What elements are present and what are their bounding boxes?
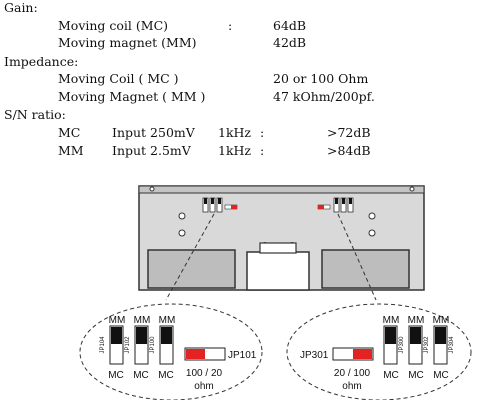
jp102-mm-label: MM [134, 315, 151, 326]
jp302-mm-label: MM [408, 315, 425, 326]
jp104-mc-label: MC [108, 370, 124, 381]
gain-mc-label: Moving coil (MC) [58, 18, 169, 33]
sn-mc-value: >72dB [327, 125, 371, 140]
circuit-board [138, 185, 425, 291]
jp104-label: JP104 [100, 336, 106, 354]
sn-mc-input: Input 250mV [112, 125, 195, 140]
sn-mc-sep: : [260, 125, 265, 140]
sn-mm-input: Input 2.5mV [112, 143, 191, 158]
specifications: Gain: Moving coil (MC) : 64dB Moving mag… [0, 0, 479, 166]
jp301-label: JP301 [300, 350, 329, 361]
center-connector [246, 251, 310, 291]
gain-heading: Gain: [4, 0, 38, 15]
jp300-mm-label: MM [383, 315, 400, 326]
jp101-caption-line2: ohm [194, 381, 213, 392]
jp102-label: JP102 [125, 336, 131, 354]
impedance-mm-label: Moving Magnet ( MM ) [58, 89, 206, 104]
sn-mm-sep: : [260, 143, 265, 158]
left-leader-line [165, 213, 215, 301]
jp301-caption-line1: 20 / 100 [334, 368, 371, 379]
right-dip-switch-cluster [317, 197, 354, 213]
gain-mc-value: 64dB [273, 18, 307, 33]
jp304-mc-label: MC [433, 370, 449, 381]
impedance-mm-value: 47 kOhm/200pf. [273, 89, 375, 104]
gain-mm-label: Moving magnet (MM) [58, 35, 197, 50]
jp304-mm-label: MM [433, 315, 450, 326]
jp304-label: JP304 [449, 336, 455, 354]
jp100-label: JP100 [150, 336, 156, 354]
jp302-mc-label: MC [408, 370, 424, 381]
right-panel [321, 249, 410, 289]
jp101-caption-line1: 100 / 20 [186, 368, 223, 379]
left-dip-switch-cluster [202, 197, 238, 213]
sn-mm-freq: 1kHz [218, 143, 252, 158]
sn-mc-freq: 1kHz [218, 125, 252, 140]
sn-mc-type: MC [58, 125, 81, 140]
jp100-mc-label: MC [158, 370, 174, 381]
impedance-heading: Impedance: [4, 54, 79, 69]
jp104-mm-label: MM [109, 315, 126, 326]
jp301-caption-line2: ohm [342, 381, 361, 392]
jp300-label: JP300 [399, 336, 405, 354]
sn-mm-value: >84dB [327, 143, 371, 158]
jp300-mc-label: MC [383, 370, 399, 381]
gain-mm-value: 42dB [273, 35, 307, 50]
sn-heading: S/N ratio: [4, 107, 66, 122]
jp101-label: JP101 [228, 350, 257, 361]
left-panel [147, 249, 236, 289]
impedance-mc-value: 20 or 100 Ohm [273, 71, 369, 86]
impedance-mc-label: Moving Coil ( MC ) [58, 71, 179, 86]
right-callout: JP301 20 / 100 ohm MM JP300 MC MM JP302 … [286, 303, 472, 400]
jp102-mc-label: MC [133, 370, 149, 381]
right-leader-line [337, 213, 377, 301]
gain-mc-sep: : [228, 18, 233, 33]
jp100-mm-label: MM [159, 315, 176, 326]
left-callout: MM JP104 MC MM JP102 MC MM JP100 MC JP10… [79, 303, 263, 400]
sn-mm-type: MM [58, 143, 84, 158]
jp302-label: JP302 [424, 336, 430, 354]
